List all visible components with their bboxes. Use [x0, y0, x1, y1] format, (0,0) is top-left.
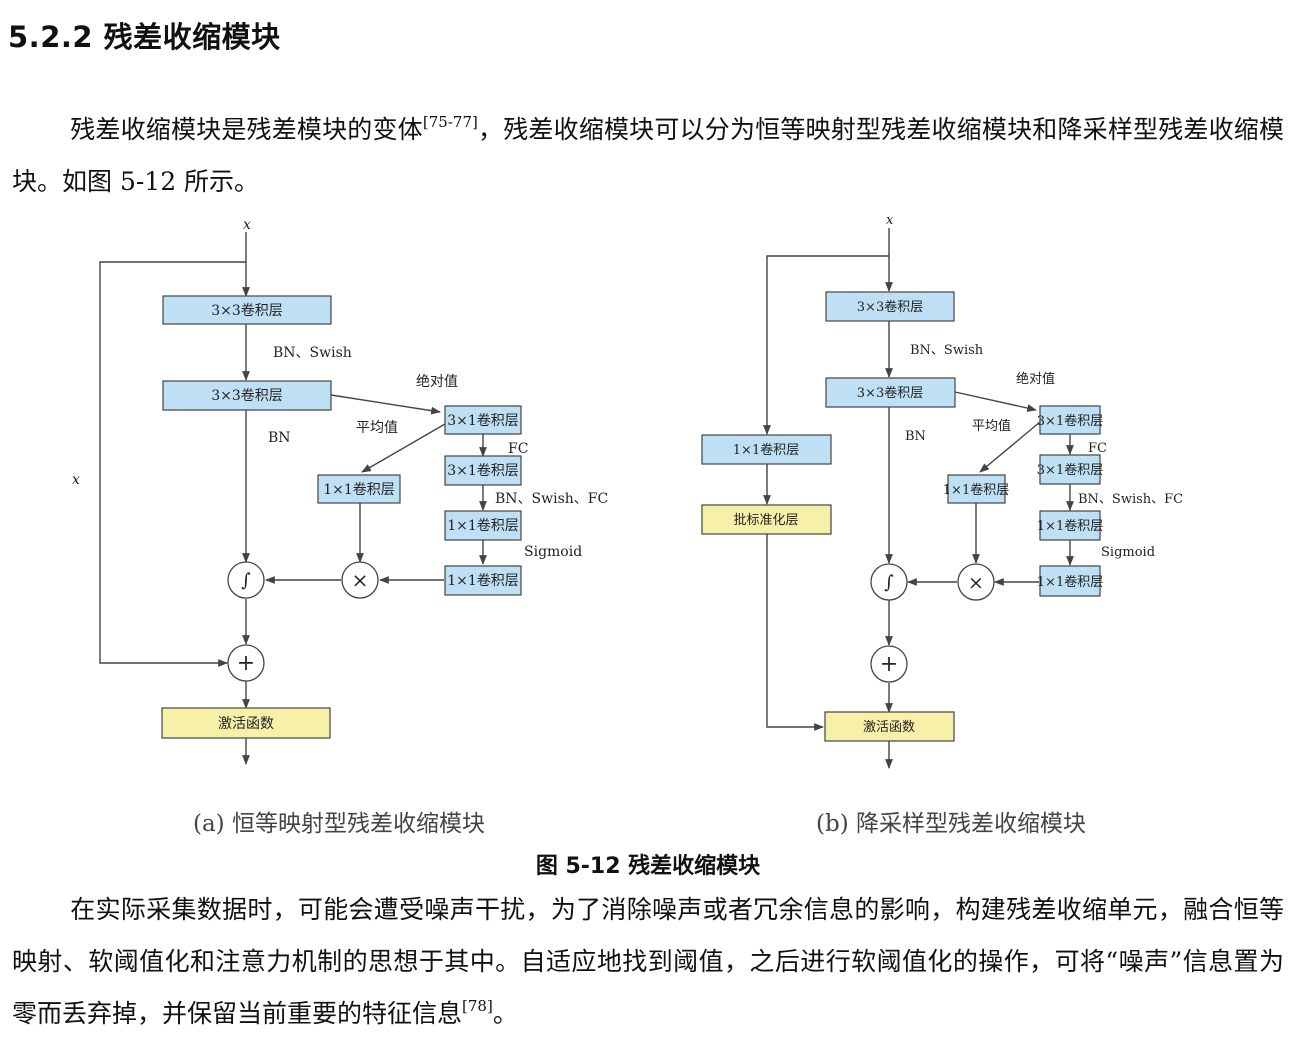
a-activation-label: 激活函数: [218, 715, 274, 732]
body-text-a: 在实际采集数据时，可能会遭受噪声干扰，为了消除噪声或者冗余信息的影响，构建残差收…: [12, 895, 1284, 1028]
a-add-op: +: [237, 651, 255, 676]
b-soft-threshold-op: ∫: [884, 572, 894, 593]
b-sigmoid-label: Sigmoid: [1101, 545, 1155, 560]
a-fc-label: FC: [508, 441, 528, 457]
diagram-a: [99, 232, 487, 765]
a-conv2-label: 3×3卷积层: [211, 388, 283, 404]
b-activation-label: 激活函数: [863, 720, 915, 735]
body-paragraph: 在实际采集数据时，可能会遭受噪声干扰，为了消除噪声或者冗余信息的影响，构建残差收…: [12, 884, 1284, 1040]
b-fc-label: FC: [1088, 441, 1107, 456]
b-conv1x1b-label: 1×1卷积层: [1037, 574, 1103, 590]
figure-caption: 图 5-12 残差收缩模块: [535, 854, 761, 879]
a-bn-label: BN: [268, 430, 291, 446]
b-conv1x1a-label: 1×1卷积层: [1037, 518, 1103, 534]
b-add-op: +: [880, 652, 898, 677]
b-conv3x1-label: 3×1卷积层: [1037, 413, 1103, 429]
intro-text-a: 残差收缩模块是残差模块的变体: [70, 115, 423, 144]
a-bn-swish-label: BN、Swish: [273, 345, 352, 361]
residual-shrinkage-figure: x x 3×3卷积层 BN、Swish 3×3卷积层 绝对值 BN 平均值 3×…: [72, 213, 1183, 769]
intro-paragraph: 残差收缩模块是残差模块的变体[75-77]，残差收缩模块可以分为恒等映射型残差收…: [12, 104, 1284, 208]
b-abs-label: 绝对值: [1016, 371, 1055, 387]
subcaption-b: (b) 降采样型残差收缩模块: [816, 811, 1086, 837]
diagram-b-nodes: [701, 291, 1101, 742]
a-conv3x1-label: 3×1卷积层: [447, 413, 519, 429]
b-avg-label: 平均值: [972, 418, 1011, 434]
diagram-b: [763, 228, 1074, 769]
a-conv3x1b-label: 3×1卷积层: [447, 463, 519, 479]
b-conv1x1-left-label: 1×1卷积层: [943, 482, 1009, 498]
b-conv3x1b-label: 3×1卷积层: [1037, 462, 1103, 478]
b-multiply-op: ×: [968, 572, 984, 594]
a-sigmoid-label: Sigmoid: [524, 544, 582, 560]
subcaption-a: (a) 恒等映射型残差收缩模块: [193, 811, 485, 837]
a-multiply-op: ×: [352, 568, 369, 592]
b-conv1-label: 3×3卷积层: [857, 299, 923, 315]
b-conv2-label: 3×3卷积层: [857, 385, 923, 401]
b-bn-swish-label: BN、Swish: [910, 343, 984, 358]
a-skip-x: x: [72, 472, 80, 488]
b-bn-swish-fc-label: BN、Swish、FC: [1078, 492, 1183, 507]
citation-78[interactable]: [78]: [462, 996, 493, 1015]
diagram-a-nodes: [161, 295, 522, 739]
a-conv1x1-left-label: 1×1卷积层: [323, 482, 395, 498]
b-input-x: x: [886, 213, 894, 228]
a-avg-label: 平均值: [356, 420, 398, 436]
a-conv1-label: 3×3卷积层: [211, 303, 283, 319]
citation-75-77[interactable]: [75-77]: [422, 112, 478, 131]
a-soft-threshold-op: ∫: [241, 570, 251, 591]
section-heading: 5.2.2 残差收缩模块: [8, 20, 281, 54]
b-side-conv-label: 1×1卷积层: [733, 442, 799, 458]
a-input-x: x: [243, 217, 251, 233]
b-bn-label: BN: [905, 429, 926, 444]
a-conv1x1b-label: 1×1卷积层: [447, 573, 519, 589]
a-abs-label: 绝对值: [416, 374, 458, 390]
b-side-bn-label: 批标准化层: [733, 513, 798, 528]
a-conv1x1a-label: 1×1卷积层: [447, 518, 519, 534]
intro-text-b: ，残差收缩模块可以分为恒等映射型残差收缩模块和降采样型残差收缩模块。如图 5-1…: [12, 115, 1284, 196]
a-bn-swish-fc-label: BN、Swish、FC: [495, 491, 608, 507]
body-text-b: 。: [492, 999, 518, 1028]
